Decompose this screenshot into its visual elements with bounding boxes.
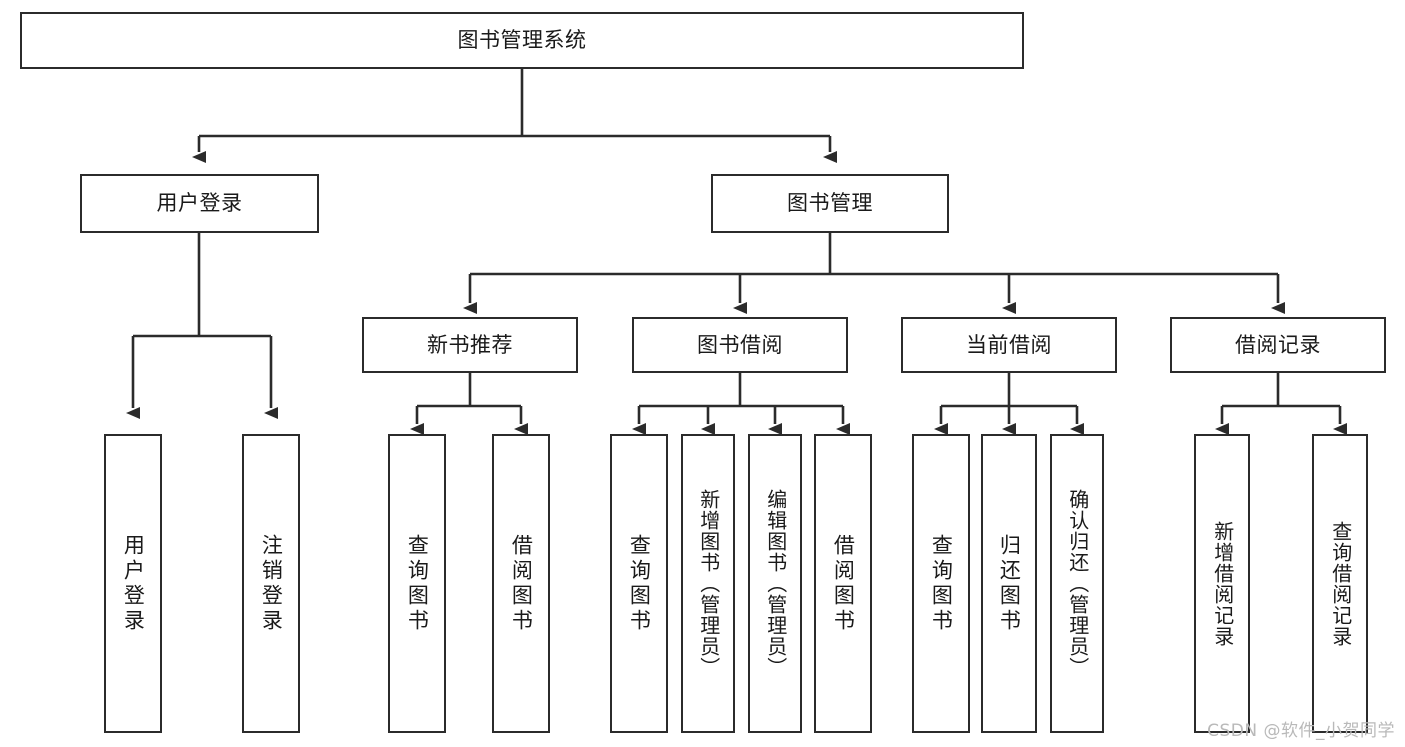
node-leaf-query-book-2-label: 查询图书 (627, 533, 652, 634)
node-leaf-borrow-book-2-label: 借阅图书 (831, 533, 856, 634)
node-book-manage-label: 图书管理 (787, 191, 873, 216)
node-book-manage[interactable]: 图书管理 (711, 174, 949, 233)
node-borrow-record-label: 借阅记录 (1235, 332, 1321, 357)
node-leaf-query-book-3-label: 查询图书 (929, 533, 954, 634)
node-leaf-add-book-label: 新增图书（管理员） (696, 489, 721, 678)
node-user-login[interactable]: 用户登录 (80, 174, 319, 233)
node-leaf-add-record-label: 新增借阅记录 (1210, 520, 1235, 647)
node-leaf-edit-book-label: 编辑图书（管理员） (763, 489, 788, 678)
node-root[interactable]: 图书管理系统 (20, 12, 1024, 69)
node-current-borrow-label: 当前借阅 (966, 332, 1052, 357)
node-user-login-label: 用户登录 (156, 191, 243, 216)
node-book-borrow-label: 图书借阅 (697, 332, 783, 357)
node-leaf-add-record[interactable]: 新增借阅记录 (1194, 434, 1250, 733)
node-leaf-query-book-3[interactable]: 查询图书 (912, 434, 970, 733)
node-leaf-confirm-return-label: 确认归还（管理员） (1065, 489, 1090, 678)
node-root-label: 图书管理系统 (457, 28, 587, 53)
node-leaf-query-book-2[interactable]: 查询图书 (610, 434, 668, 733)
node-new-book-rec[interactable]: 新书推荐 (362, 317, 578, 373)
node-leaf-query-book-1[interactable]: 查询图书 (388, 434, 446, 733)
node-leaf-user-login[interactable]: 用户登录 (104, 434, 162, 733)
node-borrow-record[interactable]: 借阅记录 (1170, 317, 1386, 373)
csdn-watermark: CSDN @软件_小贺同学 (1207, 721, 1395, 741)
node-leaf-edit-book[interactable]: 编辑图书（管理员） (748, 434, 802, 733)
node-leaf-logout-label: 注销登录 (259, 533, 284, 634)
node-new-book-rec-label: 新书推荐 (427, 332, 513, 357)
node-leaf-query-record[interactable]: 查询借阅记录 (1312, 434, 1368, 733)
node-current-borrow[interactable]: 当前借阅 (901, 317, 1117, 373)
node-leaf-return-book[interactable]: 归还图书 (981, 434, 1037, 733)
node-leaf-return-book-label: 归还图书 (997, 533, 1022, 634)
node-leaf-borrow-book-1[interactable]: 借阅图书 (492, 434, 550, 733)
node-leaf-borrow-book-1-label: 借阅图书 (509, 533, 534, 634)
node-leaf-add-book[interactable]: 新增图书（管理员） (681, 434, 735, 733)
node-leaf-borrow-book-2[interactable]: 借阅图书 (814, 434, 872, 733)
node-book-borrow[interactable]: 图书借阅 (632, 317, 848, 373)
node-leaf-logout[interactable]: 注销登录 (242, 434, 300, 733)
node-leaf-query-record-label: 查询借阅记录 (1328, 520, 1353, 647)
node-leaf-query-book-1-label: 查询图书 (405, 533, 430, 634)
node-leaf-user-login-label: 用户登录 (121, 533, 146, 634)
node-leaf-confirm-return[interactable]: 确认归还（管理员） (1050, 434, 1104, 733)
